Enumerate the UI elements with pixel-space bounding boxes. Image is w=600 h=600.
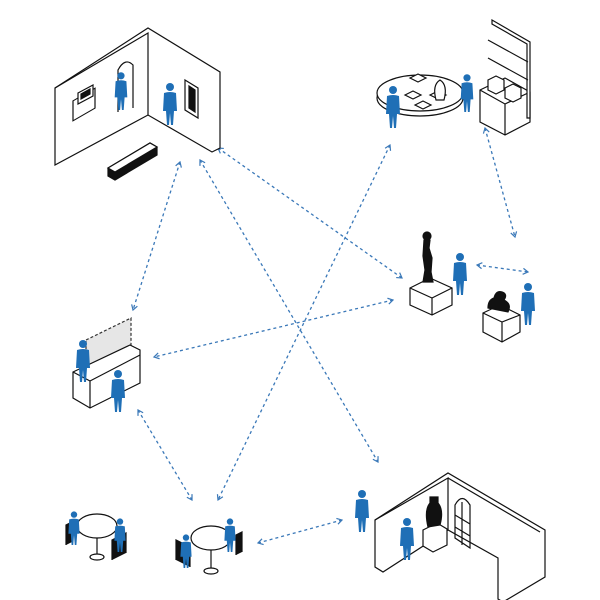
sculpture-scene [409, 231, 535, 343]
arrow-sculpture-people [475, 262, 530, 275]
info-desk-scene [72, 317, 141, 412]
shop-scene [376, 18, 531, 136]
arrow-shop-to-sculpture [482, 126, 518, 239]
arrow-gallery-to-desk [131, 160, 182, 312]
arrow-shop-to-cafe [216, 143, 392, 502]
arrow-cafe-to-vase-room [256, 517, 344, 546]
arrow-sculpture-to-desk [152, 297, 395, 360]
connection-arrows [131, 126, 530, 546]
arrow-gallery-to-vase-room [199, 158, 379, 464]
gallery-scene [54, 27, 221, 181]
vase-room-scene [355, 472, 546, 600]
cafe-scene [65, 511, 243, 575]
arrow-desk-to-cafe [137, 409, 193, 501]
arrow-gallery-to-sculpture [217, 147, 403, 279]
